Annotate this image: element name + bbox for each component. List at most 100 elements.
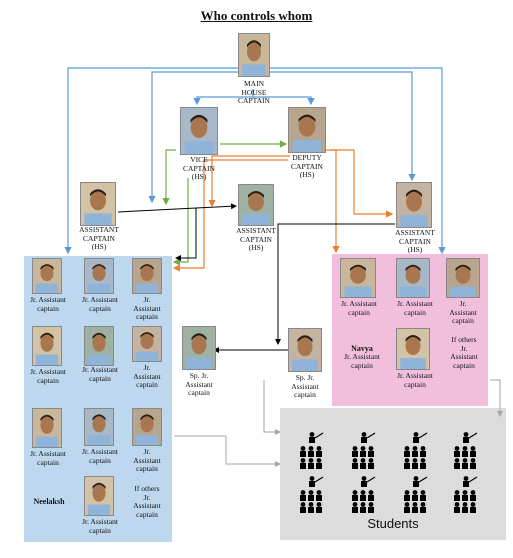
student-group-icon	[454, 476, 478, 513]
line-gray-blue-to-students	[174, 435, 281, 467]
student-person-icon	[360, 502, 366, 513]
assistant-captain-right-label: ASSISTANT CAPTAIN (HS)	[395, 228, 435, 254]
student-person-icon	[308, 502, 314, 513]
pink-jr-captain-photo-r1c1	[340, 258, 376, 298]
student-person-icon	[352, 458, 358, 469]
blue-jr-captain-label-r3c3: Jr. Assistant captain	[133, 447, 161, 473]
student-person-icon	[360, 458, 366, 469]
blue-jr-captain-photo-r1c3	[132, 258, 162, 294]
blue-jr-captain-label-r3c1: Jr. Assistant captain	[30, 449, 66, 467]
student-person-icon	[316, 458, 322, 469]
pink-jr-captain-label-r1c1: Jr. Assistant captain	[341, 299, 377, 317]
navya-label: Jr. Assistant captain	[344, 352, 380, 370]
student-person-icon	[420, 458, 426, 469]
blue-jr-captain-photo-r1c2	[84, 258, 114, 294]
students-panel	[280, 408, 506, 540]
student-person-icon	[420, 502, 426, 513]
line-black-asst-left-mid	[117, 203, 237, 213]
student-person-icon	[420, 446, 426, 457]
line-vice-to-asst-left	[162, 149, 176, 206]
student-person-icon	[361, 432, 367, 443]
assistant-captain-left-photo	[80, 182, 116, 226]
student-person-icon	[463, 476, 469, 487]
sp-jr-captain-left-photo	[182, 326, 216, 370]
pink-jr-captain-label-r2c2: Jr. Assistant captain	[397, 371, 433, 389]
blue-jr-captain-photo-r2c2	[84, 326, 114, 366]
student-person-icon	[352, 502, 358, 513]
assistant-captain-right-photo	[396, 182, 432, 228]
assistant-captain-middle-photo	[238, 184, 274, 226]
blue-jr-captain-photo-r2c3	[132, 326, 162, 362]
main-captain-label: MAIN HOUSE CAPTAIN	[238, 79, 270, 105]
blue-jr-captain-label-r2c3: Jr. Assistant captain	[133, 363, 161, 389]
blue-jr-captain-label-r1c3: Jr. Assistant captain	[133, 295, 161, 321]
student-person-icon	[420, 490, 426, 501]
student-person-icon	[308, 458, 314, 469]
vice-captain-label: VICE CAPTAIN (HS)	[183, 155, 215, 181]
student-person-icon	[404, 458, 410, 469]
blue-jr-captain-photo-r4c2	[84, 476, 114, 516]
line-deputy-to-asst-right	[324, 149, 394, 218]
blue-jr-captain-label-r2c1: Jr. Assistant captain	[30, 367, 66, 385]
neelaksh-name: Neelaksh	[33, 497, 65, 506]
line-main-to-blue-panel	[64, 67, 238, 255]
student-person-icon	[412, 446, 418, 457]
student-person-icon	[404, 446, 410, 457]
student-person-icon	[300, 458, 306, 469]
line-gray-pink-to-students	[490, 379, 503, 417]
pink-jr-captain-photo-r1c2	[396, 258, 430, 298]
student-group-icon	[352, 432, 376, 469]
pink-jr-captain-photo-r1c3	[446, 258, 480, 298]
sp-jr-captain-left-label: Sp. Jr. Assistant captain	[185, 371, 213, 397]
student-person-icon	[454, 458, 460, 469]
student-person-icon	[412, 502, 418, 513]
blue-jr-captain-label-r4c2: Jr. Assistant captain	[82, 517, 118, 535]
student-person-icon	[412, 490, 418, 501]
student-person-icon	[316, 490, 322, 501]
student-person-icon	[454, 490, 460, 501]
student-group-icon	[300, 432, 324, 469]
pink-others-label: If others Jr. Assistant captain	[450, 335, 478, 370]
student-person-icon	[308, 446, 314, 457]
student-person-icon	[368, 502, 374, 513]
blue-jr-captain-photo-r1c1	[32, 258, 62, 294]
sp-jr-captain-right-label: Sp. Jr. Assistant captain	[291, 373, 319, 399]
vice-captain-photo	[180, 107, 218, 155]
student-person-icon	[368, 446, 374, 457]
line-black-asst-right-to-sp	[275, 223, 395, 345]
blue-jr-captain-photo-r3c3	[132, 408, 162, 446]
students-label: Students	[367, 516, 419, 531]
student-person-icon	[368, 490, 374, 501]
assistant-captain-middle-label: ASSISTANT CAPTAIN (HS)	[236, 226, 276, 252]
student-person-icon	[361, 476, 367, 487]
student-person-icon	[309, 476, 315, 487]
line-main-to-asst-right	[270, 71, 416, 182]
pink-jr-captain-label-r1c3: Jr. Assistant captain	[449, 299, 477, 325]
deputy-captain-photo	[288, 107, 326, 153]
blue-jr-captain-photo-r3c1	[32, 408, 62, 448]
blue-jr-captain-label-r3c2: Jr. Assistant captain	[82, 447, 118, 465]
student-person-icon	[360, 446, 366, 457]
student-person-icon	[463, 432, 469, 443]
student-person-icon	[300, 490, 306, 501]
student-person-icon	[352, 446, 358, 457]
student-person-icon	[470, 458, 476, 469]
student-person-icon	[413, 476, 419, 487]
line-black-to-blue	[175, 208, 197, 261]
sp-jr-captain-right-photo	[288, 328, 322, 372]
student-person-icon	[360, 490, 366, 501]
student-person-icon	[316, 502, 322, 513]
student-person-icon	[300, 502, 306, 513]
student-person-icon	[462, 490, 468, 501]
student-person-icon	[368, 458, 374, 469]
student-person-icon	[462, 446, 468, 457]
student-person-icon	[413, 432, 419, 443]
student-person-icon	[352, 490, 358, 501]
line-deputy-to-pink	[330, 149, 340, 254]
student-group-icon	[454, 432, 478, 469]
blue-jr-captain-label-r2c2: Jr. Assistant captain	[82, 365, 118, 383]
student-person-icon	[300, 446, 306, 457]
blue-jr-captain-photo-r3c2	[84, 408, 114, 446]
